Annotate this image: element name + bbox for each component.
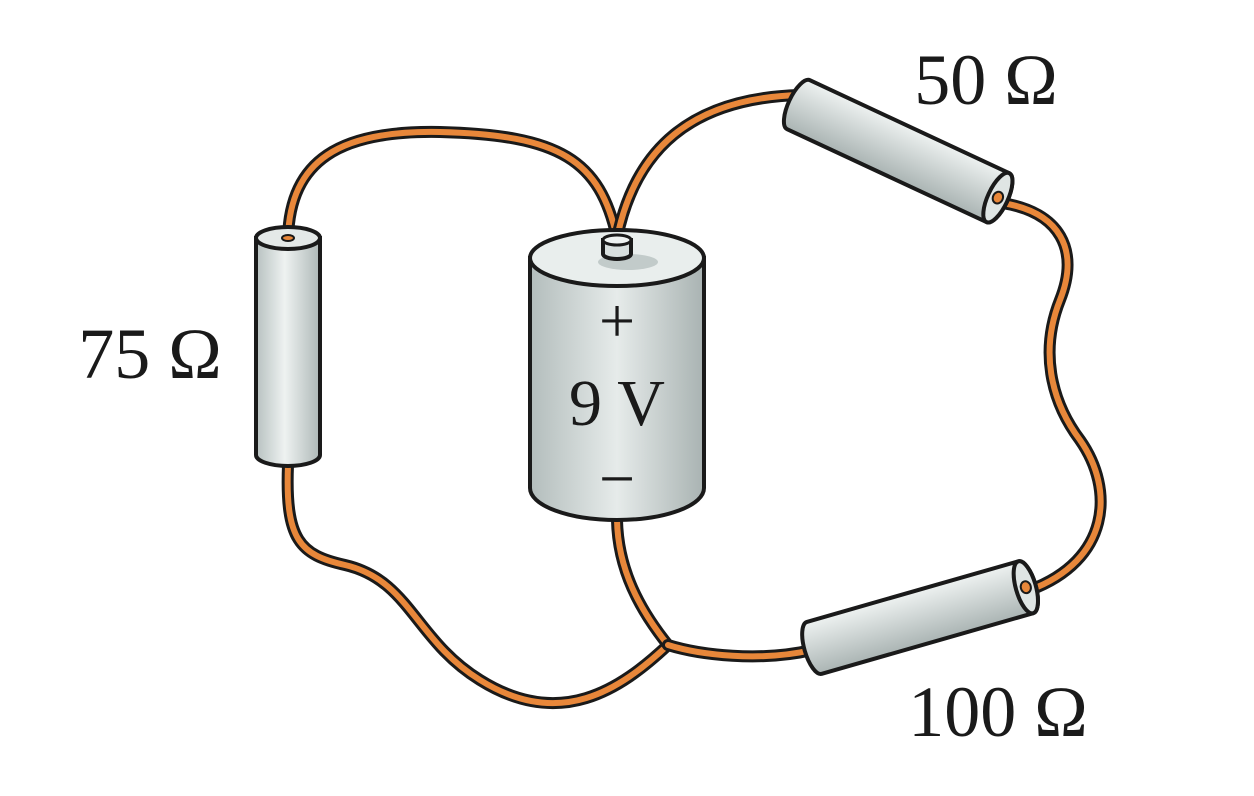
resistor-100-ohm	[800, 559, 1040, 676]
resistor-50-ohm-label: 50 Ω	[914, 40, 1058, 120]
resistor-75-ohm	[254, 225, 322, 468]
wire-battery-minus-to-junction	[611, 514, 674, 651]
wire-battery-plus-to-75-ohm	[282, 125, 623, 244]
wire-50-ohm-to-100-ohm	[996, 197, 1107, 596]
wire-junction-to-100-ohm	[662, 639, 818, 663]
battery-terminal	[601, 233, 633, 261]
wire-75-ohm-to-junction	[281, 459, 674, 710]
battery-negative-symbol: −	[599, 443, 635, 514]
resistor-75-ohm-label: 75 Ω	[78, 314, 222, 394]
wires	[281, 89, 1107, 710]
battery-positive-symbol: +	[599, 285, 635, 356]
wire-battery-plus-to-50-ohm	[611, 89, 806, 244]
battery-voltage-label: 9 V	[569, 367, 665, 440]
battery: + 9 V −	[528, 228, 706, 522]
resistor-100-ohm-label: 100 Ω	[908, 672, 1088, 752]
resistor-50-ohm	[781, 77, 1015, 225]
